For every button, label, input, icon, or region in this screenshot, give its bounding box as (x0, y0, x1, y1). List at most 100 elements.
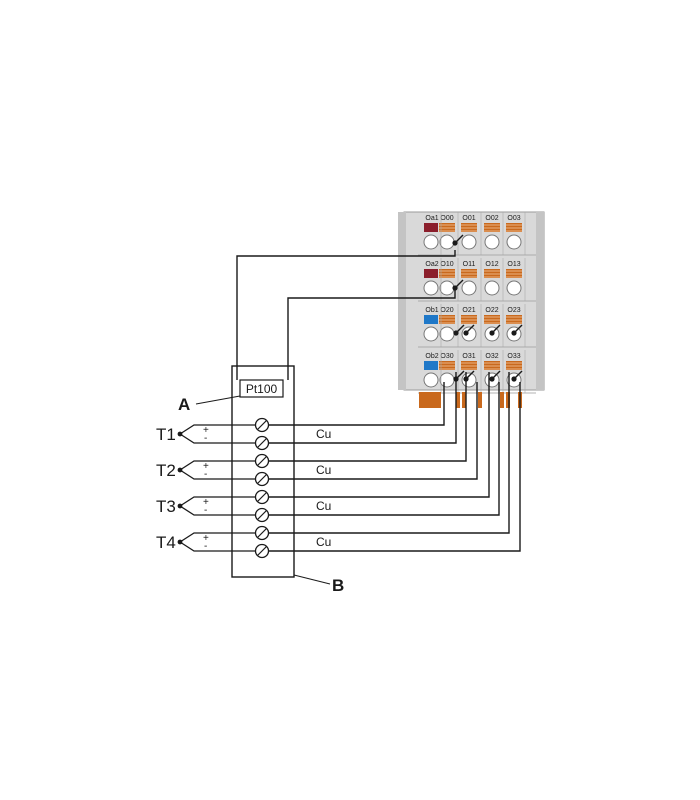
contact-block (439, 269, 455, 278)
cu-label-2: Cu (316, 463, 331, 477)
bottom-contacts (419, 392, 522, 408)
terminal-opening[interactable] (439, 372, 455, 388)
minus-sign: - (204, 541, 207, 552)
terminal-label: O10 (440, 261, 453, 268)
wire-end-dot (489, 376, 495, 382)
terminal-label: O13 (507, 261, 520, 268)
thermocouple: T1+- (156, 424, 256, 444)
plus-lead (179, 460, 256, 471)
screw-slot (257, 438, 267, 448)
screw-terminal[interactable] (254, 489, 270, 505)
screw-terminal[interactable] (254, 543, 270, 559)
status-indicator (424, 315, 438, 324)
cu-wire-8 (268, 382, 521, 552)
cu-wire-7 (268, 372, 510, 534)
cu-label-1: Cu (316, 427, 331, 441)
contact-block (506, 223, 522, 232)
terminal-label: O22 (485, 307, 498, 314)
terminal-label: O03 (507, 215, 520, 222)
terminal-label: O12 (485, 261, 498, 268)
screw-terminal[interactable] (254, 525, 270, 541)
screw-terminal[interactable] (254, 507, 270, 523)
terminal-label: O33 (507, 353, 520, 360)
callout-a-leader (195, 395, 241, 405)
contact-block (484, 315, 500, 324)
screw-slot (257, 510, 267, 520)
wire-end-dot (453, 330, 459, 336)
terminal-label: O21 (462, 307, 475, 314)
release-opening[interactable] (423, 372, 439, 388)
thermocouple-label: T4 (156, 533, 176, 552)
contact-block (461, 315, 477, 324)
screw-terminal[interactable] (254, 471, 270, 487)
plus-lead (179, 496, 256, 507)
plus-sign: + (203, 461, 209, 472)
terminal-opening[interactable] (439, 280, 455, 296)
wire-end-dot (511, 376, 517, 382)
terminal-label: O01 (462, 215, 475, 222)
release-opening[interactable] (423, 326, 439, 342)
terminal-opening[interactable] (506, 234, 522, 250)
screw-slot (257, 474, 267, 484)
status-indicator (424, 361, 438, 370)
contact-block (506, 269, 522, 278)
terminal-opening[interactable] (484, 234, 500, 250)
pt100-sensor: Pt100 (239, 379, 284, 398)
screw-terminals (254, 417, 270, 559)
terminal-opening[interactable] (506, 280, 522, 296)
terminal-label: O32 (485, 353, 498, 360)
screw-terminal[interactable] (254, 435, 270, 451)
cu-wire-1 (268, 382, 445, 426)
wire-end-dot (511, 330, 517, 336)
minus-lead (179, 469, 256, 480)
wire-end-dot (463, 330, 469, 336)
contact-block (439, 315, 455, 324)
wire-entries (452, 234, 523, 382)
wire-end-dot (452, 240, 458, 246)
contact-block (461, 223, 477, 232)
terminal-label: O02 (485, 215, 498, 222)
cu-wire-4 (268, 382, 478, 480)
cu-wire-3 (268, 372, 467, 462)
screw-slot (257, 492, 267, 502)
callout-a: A (178, 395, 190, 414)
terminal-opening[interactable] (439, 326, 455, 342)
wire-end-dot (452, 285, 458, 291)
minus-lead (179, 541, 256, 552)
terminal-opening[interactable] (461, 280, 477, 296)
thermocouple: T4+- (156, 532, 256, 552)
status-label: Oa1 (425, 215, 438, 222)
thermocouple-label: T3 (156, 497, 176, 516)
screw-slot (257, 420, 267, 430)
screw-terminal[interactable] (254, 453, 270, 469)
callout-b-leader (293, 574, 331, 585)
pt100-lead-2 (287, 290, 456, 380)
terminal-opening[interactable] (484, 280, 500, 296)
release-opening[interactable] (423, 280, 439, 296)
wire-end-dot (489, 330, 495, 336)
minus-sign: - (204, 505, 207, 516)
terminal-opening[interactable] (439, 234, 455, 250)
pt100-lead-1 (236, 250, 456, 380)
terminal-label: O23 (507, 307, 520, 314)
contact-block (506, 315, 522, 324)
screw-slot (257, 546, 267, 556)
screw-terminal[interactable] (254, 417, 270, 433)
contact-block (439, 361, 455, 370)
cu-label-3: Cu (316, 499, 331, 513)
terminal-opening[interactable] (461, 234, 477, 250)
plus-sign: + (203, 425, 209, 436)
plus-sign: + (203, 497, 209, 508)
cu-wire-5 (268, 372, 490, 498)
contact-block (461, 269, 477, 278)
release-opening[interactable] (423, 234, 439, 250)
plus-lead (179, 532, 256, 543)
terminal-label: O30 (440, 353, 453, 360)
thermocouples: T1+-T2+-T3+-T4+- (156, 424, 256, 552)
minus-sign: - (204, 433, 207, 444)
status-label: Ob1 (425, 307, 438, 314)
